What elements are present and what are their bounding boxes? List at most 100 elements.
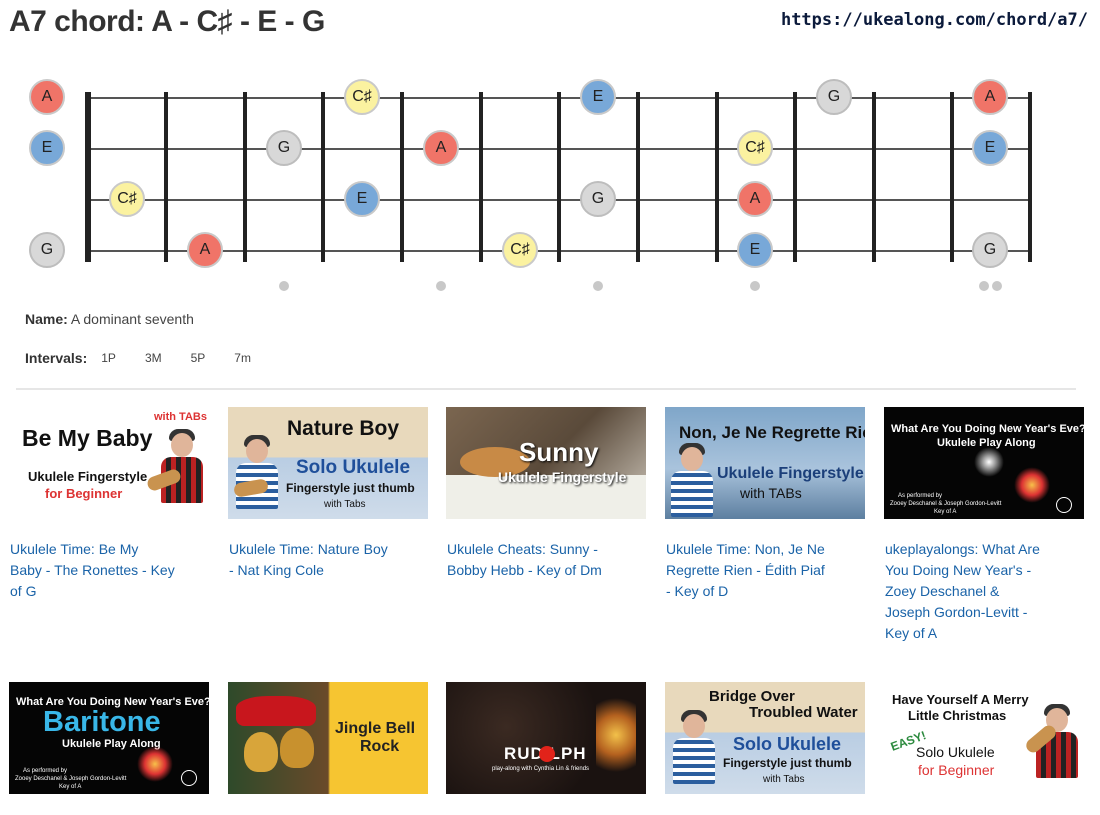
- bell-image: [244, 732, 278, 772]
- chord-intervals-row: Intervals: 1P 3M 5P 7m: [25, 350, 280, 366]
- intervals-label: Intervals:: [25, 350, 88, 366]
- thumb-headline: Have Yourself A Merry: [892, 692, 1029, 707]
- channel-logo-icon: [1056, 497, 1072, 513]
- video-card[interactable]: RUD LPH play-along with Cynthia Lin & fr…: [446, 682, 646, 794]
- ukulele-image: [460, 447, 530, 477]
- title-line[interactable]: Regrette Rien - Édith Piaf: [666, 562, 825, 578]
- video-title-link[interactable]: ukeplayalongs: What Are You Doing New Ye…: [884, 539, 1084, 644]
- note-g-string-fret-9: E: [737, 232, 773, 268]
- note-c-string-fret-4: E: [344, 181, 380, 217]
- thumb-big-title: Baritone: [43, 706, 161, 738]
- interval-item: 3M: [144, 351, 162, 365]
- thumb-subtitle: Solo Ukulele: [296, 457, 411, 478]
- title-line[interactable]: Ukulele Time: Nature Boy: [229, 541, 388, 557]
- position-marker-12b: [992, 281, 1002, 291]
- thumb-subtitle: Ukulele Fingerstyle: [498, 469, 627, 485]
- video-thumbnail[interactable]: Be My Baby with TABs Ukulele Fingerstyle…: [9, 407, 209, 519]
- title-line[interactable]: Ukulele Time: Non, Je Ne: [666, 541, 825, 557]
- thumb-headline: Troubled Water: [749, 704, 858, 721]
- thumb-subtitle: Ukulele Play Along: [62, 738, 161, 750]
- video-thumbnail[interactable]: Jingle Bell Rock: [228, 682, 428, 794]
- video-thumbnail[interactable]: What Are You Doing New Year's Eve? Ukule…: [884, 407, 1084, 519]
- thumb-subtitle: Ukulele Play Along: [937, 437, 1036, 449]
- thumb-subtitle: Rock: [360, 738, 400, 755]
- thumb-subtitle: with TABs: [740, 485, 802, 501]
- thumb-subtitle: for Beginner: [45, 486, 123, 501]
- fret-11: [950, 92, 954, 262]
- video-title-link[interactable]: Ukulele Time: Be My Baby - The Ronettes …: [9, 539, 209, 602]
- video-card[interactable]: What Are You Doing New Year's Eve? Barit…: [9, 682, 209, 794]
- tab-sheet-image: [446, 475, 646, 519]
- page-url[interactable]: https://ukealong.com/chord/a7/: [780, 10, 1088, 30]
- video-title-link[interactable]: Ukulele Cheats: Sunny - Bobby Hebb - Key…: [446, 539, 646, 581]
- thumb-headline: What Are You Doing New Year's Eve?: [16, 696, 209, 708]
- title-line[interactable]: Zoey Deschanel &: [885, 583, 1000, 599]
- fret-12: [1028, 92, 1032, 262]
- fret-6: [557, 92, 561, 262]
- video-card[interactable]: Bridge Over Troubled Water Solo Ukulele …: [665, 682, 865, 794]
- video-card[interactable]: Have Yourself A Merry Little Christmas E…: [884, 682, 1084, 794]
- title-line[interactable]: Joseph Gordon-Levitt -: [885, 604, 1028, 620]
- video-card[interactable]: Nature Boy Solo Ukulele Fingerstyle just…: [228, 407, 428, 581]
- position-marker-3: [279, 281, 289, 291]
- title-line[interactable]: - Nat King Cole: [229, 562, 324, 578]
- thumb-credit: Zooey Deschanel & Joseph Gordon-Levitt: [890, 501, 1002, 507]
- fireworks-image: [1014, 467, 1050, 503]
- video-thumbnail[interactable]: RUD LPH play-along with Cynthia Lin & fr…: [446, 682, 646, 794]
- title-line[interactable]: of G: [10, 583, 37, 599]
- thumb-subtitle: Solo Ukulele: [733, 734, 842, 754]
- fret-1: [164, 92, 168, 262]
- note-g-string-fret-12: G: [972, 232, 1008, 268]
- bell-image: [280, 728, 314, 768]
- interval-item: 7m: [234, 351, 251, 365]
- thumb-credit: Key of A: [934, 509, 957, 515]
- fret-4: [400, 92, 404, 262]
- title-line[interactable]: Ukulele Time: Be My: [10, 541, 139, 557]
- thumb-headline: Non, Je Ne Regrette Rien: [679, 423, 865, 442]
- title-line[interactable]: - Key of D: [666, 583, 729, 599]
- title-line[interactable]: Bobby Hebb - Key of Dm: [447, 562, 602, 578]
- title-line[interactable]: Ukulele Cheats: Sunny -: [447, 541, 598, 557]
- video-thumbnail[interactable]: Nature Boy Solo Ukulele Fingerstyle just…: [228, 407, 428, 519]
- video-thumbnail[interactable]: Sunny Ukulele Fingerstyle: [446, 407, 646, 519]
- video-card[interactable]: Jingle Bell Rock: [228, 682, 428, 794]
- fret-5: [479, 92, 483, 262]
- interval-item: 5P: [190, 351, 206, 365]
- note-a-string-fret-3: C♯: [344, 79, 380, 115]
- thumb-subtitle: Fingerstyle just thumb: [286, 481, 415, 495]
- note-a-string-fret-10: G: [816, 79, 852, 115]
- thumb-subtitle: Solo Ukulele: [916, 744, 995, 760]
- video-thumbnail[interactable]: Have Yourself A Merry Little Christmas E…: [884, 682, 1084, 794]
- video-thumbnail[interactable]: Non, Je Ne Regrette Rien Ukulele Fingers…: [665, 407, 865, 519]
- thumb-subtitle: play-along with Cynthia Lin & friends: [492, 766, 590, 772]
- video-card[interactable]: What Are You Doing New Year's Eve? Ukule…: [884, 407, 1084, 644]
- christmas-tree-image: [596, 690, 636, 780]
- video-title-link[interactable]: Ukulele Time: Nature Boy - Nat King Cole: [228, 539, 428, 581]
- chord-name-row: Name: A dominant seventh: [25, 311, 194, 327]
- note-e-string-fret-5: A: [423, 130, 459, 166]
- performer-image: [159, 429, 205, 503]
- title-line[interactable]: You Doing New Year's -: [885, 562, 1032, 578]
- video-thumbnail[interactable]: What Are You Doing New Year's Eve? Barit…: [9, 682, 209, 794]
- video-thumbnail[interactable]: Bridge Over Troubled Water Solo Ukulele …: [665, 682, 865, 794]
- thumb-credit: Zooey Deschanel & Joseph Gordon-Levitt: [15, 776, 127, 782]
- video-card[interactable]: Non, Je Ne Regrette Rien Ukulele Fingers…: [665, 407, 865, 602]
- video-card[interactable]: Be My Baby with TABs Ukulele Fingerstyle…: [9, 407, 209, 602]
- thumb-headline: What Are You Doing New Year's Eve?: [891, 423, 1084, 435]
- video-card[interactable]: Sunny Ukulele Fingerstyle Ukulele Cheats…: [446, 407, 646, 581]
- note-g-string-fret-2: A: [187, 232, 223, 268]
- thumb-headline: Bridge Over: [709, 688, 795, 705]
- note-a-string-fret-7: E: [580, 79, 616, 115]
- title-line[interactable]: Key of A: [885, 625, 938, 641]
- performer-image: [669, 443, 715, 517]
- note-c-string-fret-7: G: [580, 181, 616, 217]
- note-e-string-fret-9: C♯: [737, 130, 773, 166]
- title-line[interactable]: Baby - The Ronettes - Key: [10, 562, 175, 578]
- position-marker-12a: [979, 281, 989, 291]
- page-title: A7 chord: A - C♯ - E - G: [9, 5, 325, 38]
- note-open-g: G: [29, 232, 65, 268]
- video-title-link[interactable]: Ukulele Time: Non, Je Ne Regrette Rien -…: [665, 539, 865, 602]
- fireworks-image: [137, 746, 173, 782]
- note-a-string-fret-12: A: [972, 79, 1008, 115]
- title-line[interactable]: ukeplayalongs: What Are: [885, 541, 1040, 557]
